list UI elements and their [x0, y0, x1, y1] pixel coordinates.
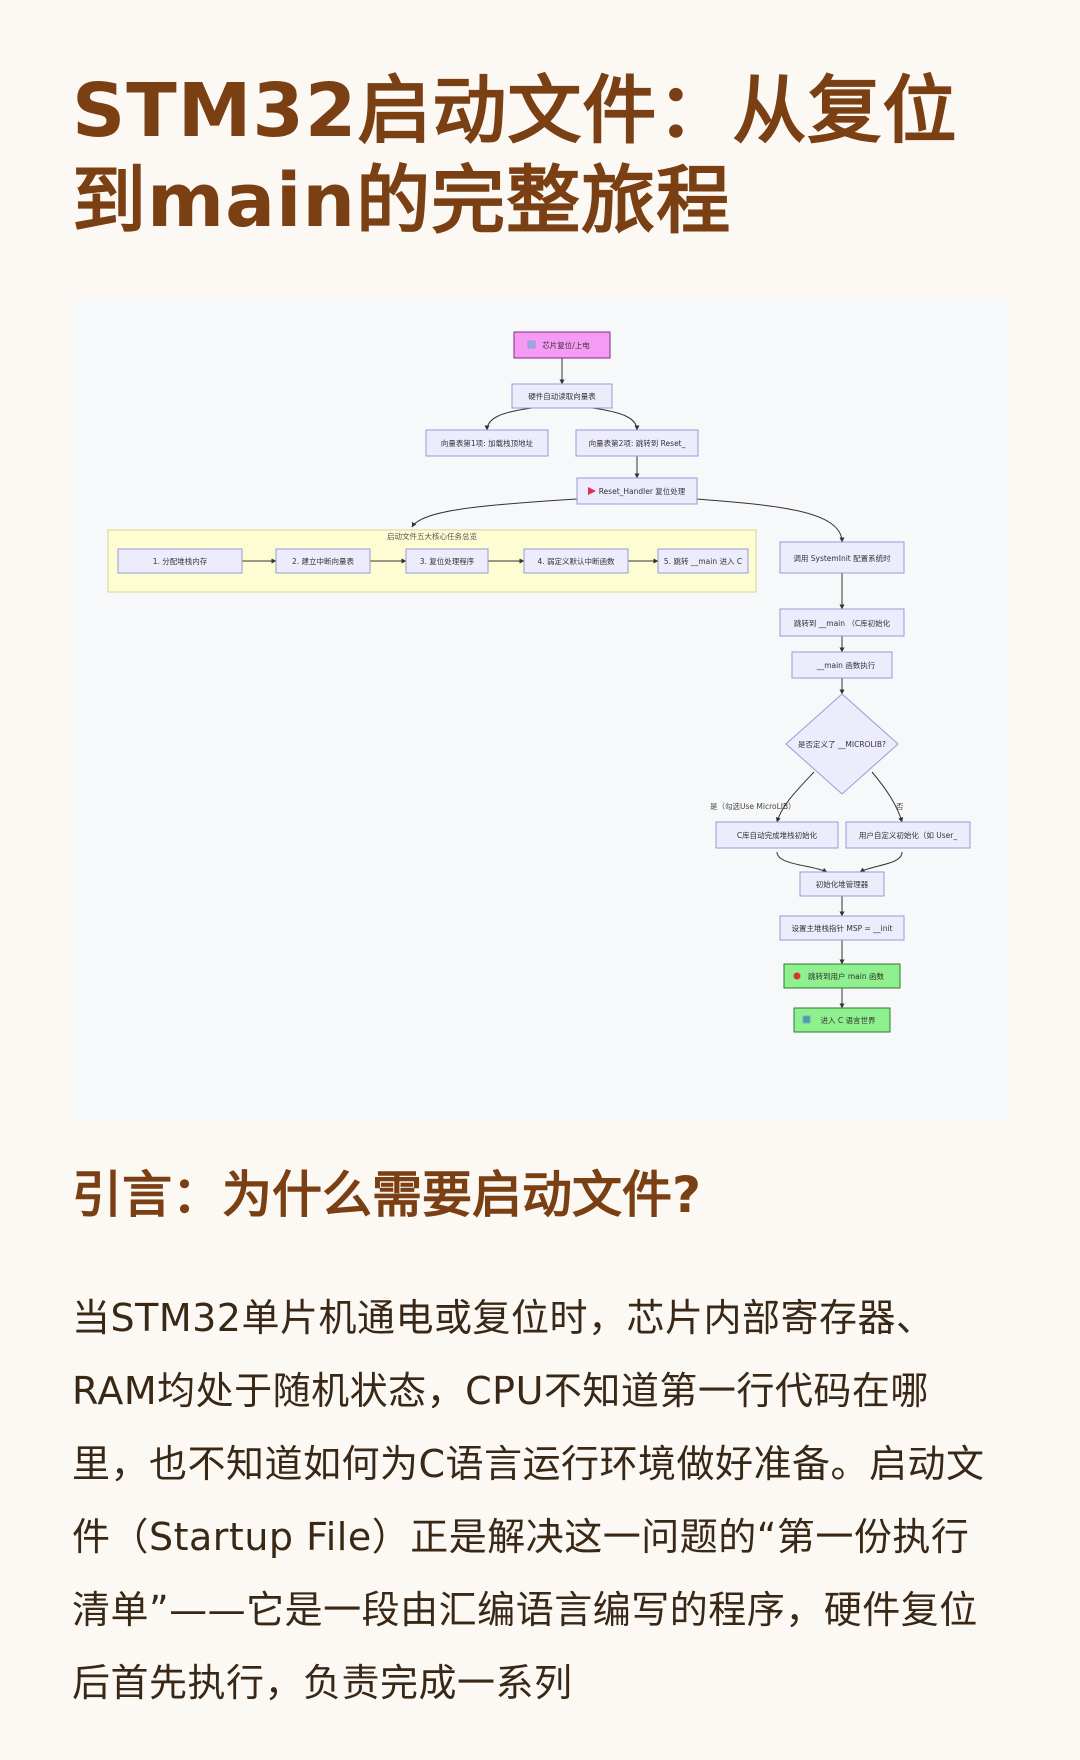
svg-text:硬件自动读取向量表: 硬件自动读取向量表	[528, 391, 596, 401]
node-read-vector: 硬件自动读取向量表	[511, 383, 613, 409]
node-task5: 5. 跳转 __main 进入 C	[657, 548, 749, 574]
node-set-msp: 设置主堆栈指针 MSP = __init	[779, 915, 905, 941]
node-systeminit: 调用 SystemInit 配置系统时	[779, 541, 905, 574]
svg-text:芯片复位/上电: 芯片复位/上电	[542, 340, 590, 350]
section-heading: 引言：为什么需要启动文件?	[72, 1166, 702, 1224]
node-enter-c: 进入 C 语言世界	[793, 1007, 891, 1033]
node-task4: 4. 弱定义默认中断函数	[523, 548, 629, 574]
svg-text:跳转到用户 main 函数: 跳转到用户 main 函数	[808, 971, 885, 981]
svg-text:5. 跳转 __main 进入 C: 5. 跳转 __main 进入 C	[664, 556, 742, 566]
check-icon	[802, 1015, 811, 1024]
svg-text:2. 建立中断向量表: 2. 建立中断向量表	[292, 556, 355, 566]
node-jump-user-main: 跳转到用户 main 函数	[783, 963, 901, 989]
svg-text:用户自定义初始化（如 User_: 用户自定义初始化（如 User_	[859, 830, 957, 840]
svg-text:Reset_Handler 复位处理: Reset_Handler 复位处理	[599, 486, 686, 496]
subgraph-label: 启动文件五大核心任务总览	[387, 531, 477, 541]
node-clib-init: C库自动完成堆栈初始化	[715, 821, 839, 849]
svg-text:跳转到 __main （C库初始化: 跳转到 __main （C库初始化	[794, 618, 891, 628]
svg-text:向量表第1项: 加载栈顶地址: 向量表第1项: 加载栈顶地址	[441, 438, 534, 448]
node-decision: 是否定义了 __MICROLIB?	[785, 693, 899, 795]
flowchart-svg: 启动文件五大核心任务总览 是（勾选Use MicroLIB）	[107, 331, 971, 1033]
flowchart-diagram: 启动文件五大核心任务总览 是（勾选Use MicroLIB）	[72, 300, 1008, 1120]
flowchart-edges	[242, 358, 904, 1009]
node-main-exec: __main 函数执行	[791, 651, 893, 679]
svg-text:是否定义了 __MICROLIB?: 是否定义了 __MICROLIB?	[798, 739, 886, 749]
svg-text:3. 复位处理程序: 3. 复位处理程序	[420, 556, 475, 566]
svg-text:1. 分配堆栈内存: 1. 分配堆栈内存	[153, 556, 208, 566]
svg-text:设置主堆栈指针 MSP = __init: 设置主堆栈指针 MSP = __init	[791, 923, 892, 933]
node-heap-mgr: 初始化堆管理器	[799, 871, 885, 897]
svg-text:进入 C 语言世界: 进入 C 语言世界	[820, 1015, 876, 1025]
node-vec1: 向量表第1项: 加载栈顶地址	[425, 429, 549, 457]
edge-label-no: 否	[896, 802, 904, 811]
chip-icon	[527, 340, 536, 349]
target-icon	[793, 972, 801, 980]
node-user-init: 用户自定义初始化（如 User_	[845, 821, 971, 849]
svg-text:4. 弱定义默认中断函数: 4. 弱定义默认中断函数	[537, 556, 615, 566]
node-task3: 3. 复位处理程序	[405, 548, 489, 574]
svg-text:C库自动完成堆栈初始化: C库自动完成堆栈初始化	[737, 830, 818, 840]
node-reset-handler: Reset_Handler 复位处理	[576, 477, 698, 505]
edge-label-yes: 是（勾选Use MicroLIB）	[710, 801, 796, 811]
svg-text:初始化堆管理器: 初始化堆管理器	[816, 879, 869, 889]
article-title: STM32启动文件：从复位到main的完整旅程	[72, 68, 958, 244]
play-icon	[588, 487, 596, 495]
node-task2: 2. 建立中断向量表	[275, 548, 371, 574]
svg-text:向量表第2项: 跳转到 Reset_: 向量表第2项: 跳转到 Reset_	[589, 438, 686, 448]
svg-text:__main 函数执行: __main 函数执行	[816, 660, 876, 670]
svg-text:调用 SystemInit 配置系统时: 调用 SystemInit 配置系统时	[793, 553, 891, 563]
node-reset: 芯片复位/上电	[513, 331, 611, 359]
node-task1: 1. 分配堆栈内存	[117, 548, 243, 574]
node-jump-main: 跳转到 __main （C库初始化	[779, 608, 905, 637]
intro-paragraph: 当STM32单片机通电或复位时，芯片内部寄存器、RAM均处于随机状态，CPU不知…	[72, 1296, 985, 1705]
node-vec2: 向量表第2项: 跳转到 Reset_	[575, 429, 699, 457]
